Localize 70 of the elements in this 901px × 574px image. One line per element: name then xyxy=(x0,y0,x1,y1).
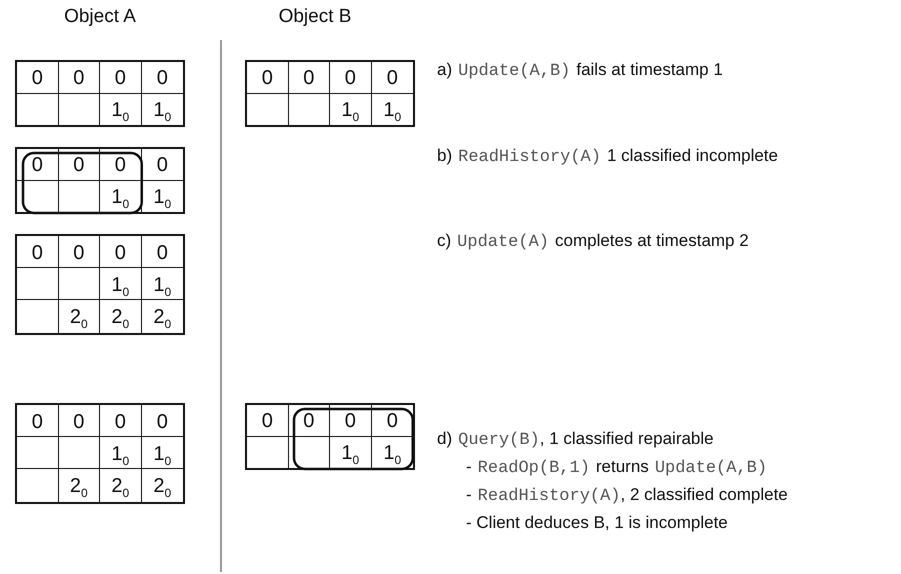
step-text: - Client deduces B, 1 is incomplete xyxy=(466,513,728,533)
code-text: Query(B) xyxy=(458,431,540,450)
table-cell: 2$_{0}$ xyxy=(58,300,100,332)
table-cell: 1$_{0}$ xyxy=(330,94,372,125)
step-text: - xyxy=(466,457,472,477)
table-cell: 0 xyxy=(58,149,100,180)
step-text: fails at timestamp 1 xyxy=(576,60,723,80)
column-heading: Object A xyxy=(64,6,136,28)
step-text: returns xyxy=(596,457,649,477)
data-table xyxy=(15,60,185,127)
table-cell: 0 xyxy=(288,405,330,436)
data-table xyxy=(15,234,185,334)
table-cell: 0 xyxy=(330,62,372,94)
table-cell: 0 xyxy=(17,236,58,268)
code-text: ReadHistory(A) xyxy=(478,487,620,506)
table-cell: 1$_{0}$ xyxy=(100,268,142,300)
code-text: ReadOp(B,1) xyxy=(478,459,590,478)
table-cell: 0 xyxy=(100,62,142,94)
table-cell: 0 xyxy=(330,405,372,436)
table-cell: 0 xyxy=(17,62,58,94)
code-text: Update(A,B) xyxy=(654,459,768,478)
table-cell: 1$_{0}$ xyxy=(100,437,142,470)
table-cell: 2$_{0}$ xyxy=(100,300,142,332)
table-cell: 0 xyxy=(100,149,142,180)
table-cell: 0 xyxy=(100,236,142,268)
table-cell-text: 2$_{0}$ xyxy=(152,305,172,332)
data-table xyxy=(245,403,415,470)
code-text: Update(A,B) xyxy=(458,62,570,81)
table-cell: 0 xyxy=(100,405,142,438)
table-cell: 0 xyxy=(142,149,183,180)
table-cell: 0 xyxy=(58,62,100,94)
table-cell: 0 xyxy=(372,62,413,94)
step-text: - xyxy=(466,485,472,505)
table-cell: 0 xyxy=(247,405,288,436)
step-text: b) xyxy=(437,146,452,166)
table-cell: 0 xyxy=(58,236,100,268)
table-cell: 0 xyxy=(142,236,183,268)
code-text: ReadHistory(A) xyxy=(458,148,601,167)
table-cell: 1$_{0}$ xyxy=(142,268,183,300)
table-cell-text: 1$_{0}$ xyxy=(152,98,172,125)
table-cell: 0 xyxy=(17,405,58,438)
step-text: completes at timestamp 2 xyxy=(555,231,749,251)
table-cell-text: 1$_{0}$ xyxy=(382,441,402,468)
table-cell-text: 1$_{0}$ xyxy=(152,185,172,212)
table-cell: 0 xyxy=(58,405,100,438)
table-cell: 1$_{0}$ xyxy=(142,437,183,470)
table-cell: 0 xyxy=(142,405,183,438)
step-text: d) xyxy=(437,429,452,449)
table-cell: 2$_{0}$ xyxy=(58,469,100,502)
table-cell: 0 xyxy=(17,149,58,180)
table-cell: 2$_{0}$ xyxy=(100,469,142,502)
code-text: Update(A) xyxy=(457,233,549,252)
table-cell: 1$_{0}$ xyxy=(100,94,142,125)
column-heading: Object B xyxy=(278,6,352,28)
table-cell: 1$_{0}$ xyxy=(330,436,372,468)
data-table xyxy=(15,403,185,504)
table-cell: 0 xyxy=(247,62,288,94)
step-text: , 2 classified complete xyxy=(620,485,788,505)
table-cell: 0 xyxy=(372,405,413,436)
table-cell: 0 xyxy=(142,62,183,94)
data-table xyxy=(245,60,415,127)
table-cell-text: 2$_{0}$ xyxy=(152,474,172,502)
table-cell-text: 1$_{0}$ xyxy=(382,98,402,125)
table-cell: 0 xyxy=(288,62,330,94)
step-text: a) xyxy=(437,60,452,80)
step-text: 1 classified incomplete xyxy=(606,146,778,166)
table-cell: 1$_{0}$ xyxy=(100,180,142,212)
step-text: , 1 classified repairable xyxy=(540,429,714,449)
step-text: c) xyxy=(437,231,452,251)
data-table xyxy=(15,147,185,214)
